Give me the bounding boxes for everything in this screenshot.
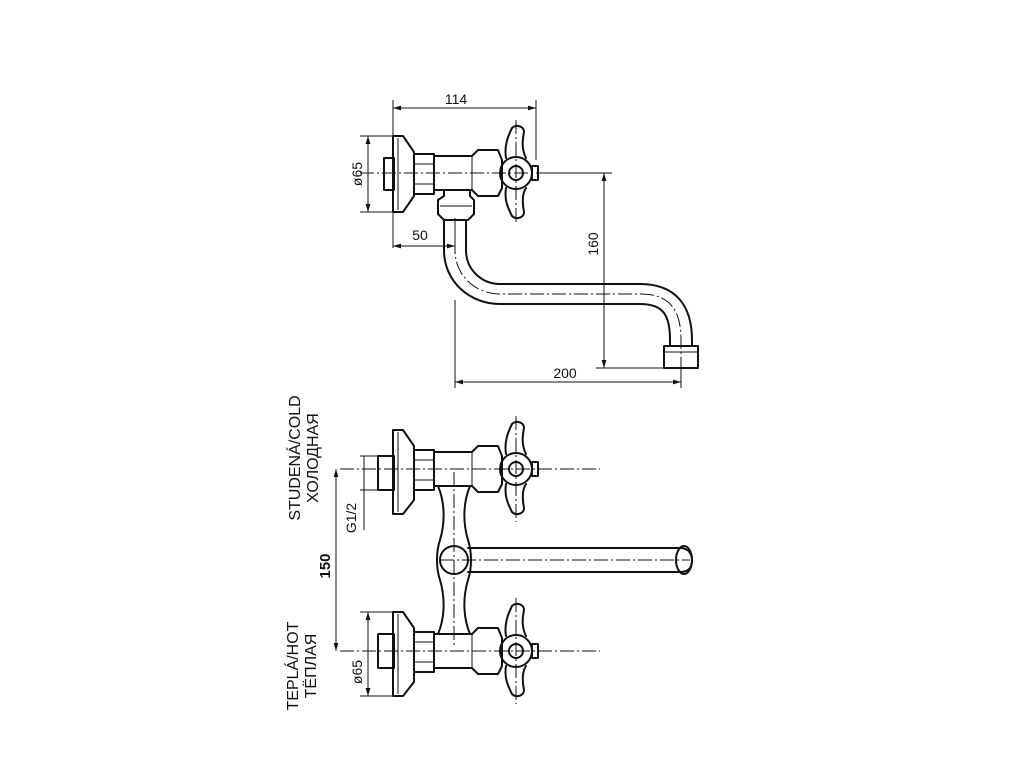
cold-inlet (377, 455, 395, 491)
dim-160: 160 (540, 172, 666, 369)
cold-cross-handle[interactable] (499, 420, 539, 516)
dim-150: 150 (317, 469, 339, 651)
cold-label: STUDENÁ/COLD ХОЛОДНАЯ (285, 395, 322, 520)
dim-150-label: 150 (317, 553, 334, 578)
hot-label: TEPLÁ/HOT ТЁПЛАЯ (283, 621, 320, 710)
cold-label-line2: ХОЛОДНАЯ (305, 413, 322, 503)
dim-160-label: 160 (585, 232, 601, 256)
wall-flange (392, 135, 415, 213)
dim-50: 50 (393, 222, 456, 252)
dim-50-label: 50 (412, 227, 428, 243)
cold-label-line1: STUDENÁ/COLD (285, 395, 304, 520)
dim-114-label: 114 (445, 91, 468, 107)
hot-label-line1: TEPLÁ/HOT (283, 621, 302, 710)
hot-label-line2: ТЁПЛАЯ (302, 634, 320, 699)
dim-200: 200 (454, 300, 682, 388)
hot-flange (392, 611, 415, 697)
dim-200-label: 200 (553, 365, 577, 381)
dim-ø65-top-label: ø65 (349, 162, 365, 186)
dim-114: 114 (392, 91, 537, 248)
plan-view (340, 416, 693, 704)
hot-cross-handle[interactable] (499, 602, 539, 698)
cold-flange (392, 429, 415, 515)
dim-ø65-top: ø65 (349, 135, 402, 213)
cross-handle[interactable] (499, 124, 539, 220)
mixer-body (436, 485, 472, 635)
dim-ø65-bottom-label: ø65 (349, 660, 365, 684)
dim-g12-label: G1/2 (343, 503, 359, 534)
spout-pipe (443, 219, 671, 347)
dim-g12: G1/2 (343, 455, 378, 534)
swivel-nut (437, 189, 475, 221)
inlet-nipple (383, 157, 395, 191)
dim-ø65-bottom: ø65 (349, 611, 402, 697)
hex-nut (413, 153, 435, 195)
